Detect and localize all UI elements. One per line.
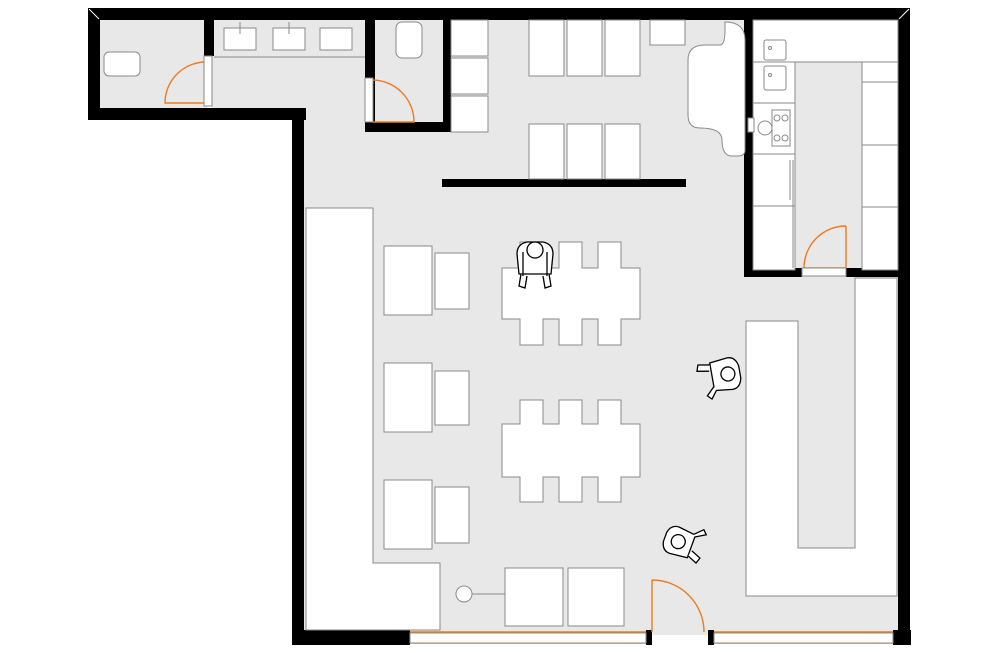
case-top-2 [566,19,603,77]
booth-table-2 [383,362,433,433]
wall-staff-bottom [365,122,451,132]
wall-kitchen-left [744,18,753,276]
wall-bottom-left [292,630,410,645]
wall-kitchen-bottom-a [744,268,802,277]
wall-restroom-bottom [88,108,306,120]
frame-window-left [409,632,647,644]
toilet-staff [395,21,423,59]
wall-bottom-mid [646,630,652,645]
kitchen-sink-2 [763,65,787,91]
floor-corridor [212,55,307,115]
locker-3 [450,95,489,133]
people [516,241,742,564]
walls [88,8,911,645]
lockers [450,19,489,133]
booth-seat-1 [434,252,470,310]
corner-marks [88,8,910,20]
sink-drain-1 [768,46,772,50]
toilet-left [103,51,141,77]
lounge [455,567,625,627]
wall-handle [747,117,755,133]
lounge-seat-2 [567,567,625,627]
wall-restroom-divider [204,18,214,56]
booth-table-1 [383,245,433,316]
frame-kitchen [801,267,847,277]
booth-seat-2 [434,370,470,426]
display-cases [528,19,746,180]
kitchen-sink-1 [763,39,787,61]
lounge-seat-1 [504,567,564,627]
locker-1 [450,19,489,57]
case-top-4 [649,19,686,46]
burner-1 [773,114,781,122]
locker-2 [450,57,489,95]
bench-left [305,207,441,631]
person-1 [516,241,554,289]
door-frames [203,55,894,644]
wall-top [88,8,910,20]
booth-table-3 [383,479,433,550]
person-2 [696,357,742,401]
wall-staff-right [443,18,451,132]
booth-seat-3 [434,486,470,544]
burner-4 [781,134,789,142]
wall-right [898,8,910,645]
case-mid-3 [604,123,641,180]
dining-table-2 [501,399,641,503]
wall-partition [442,179,686,187]
restroom-fixtures [103,21,423,77]
kitchen-counter-right [861,61,899,271]
service-counter [745,277,898,597]
person-3 [662,525,708,564]
reception-desk [687,21,746,157]
floor-lamp [455,585,473,603]
wall-main-left [292,108,304,645]
case-top-1 [528,19,565,77]
frame-restroom [203,55,213,107]
wall-wash-right [365,18,375,130]
door-kitchen [803,225,847,269]
case-mid-2 [566,123,603,180]
frame-window-right [713,632,894,644]
wall-bottom-mid2 [708,630,714,645]
burner-3 [773,134,781,142]
kitchen [747,19,899,271]
door-entrance [651,579,705,633]
counter-u [745,277,898,597]
burner-2 [781,114,789,122]
booth-seating [305,207,470,631]
wall-left-upper [88,8,100,120]
sink-drain-2 [768,73,772,77]
sink-3 [319,27,353,51]
case-top-3 [604,19,641,77]
wall-kitchen-bottom-b [846,268,906,277]
frame-staff [364,77,374,123]
kitchen-bin [757,120,773,136]
kitchen-counter-left [752,61,796,271]
case-mid-1 [528,123,565,180]
